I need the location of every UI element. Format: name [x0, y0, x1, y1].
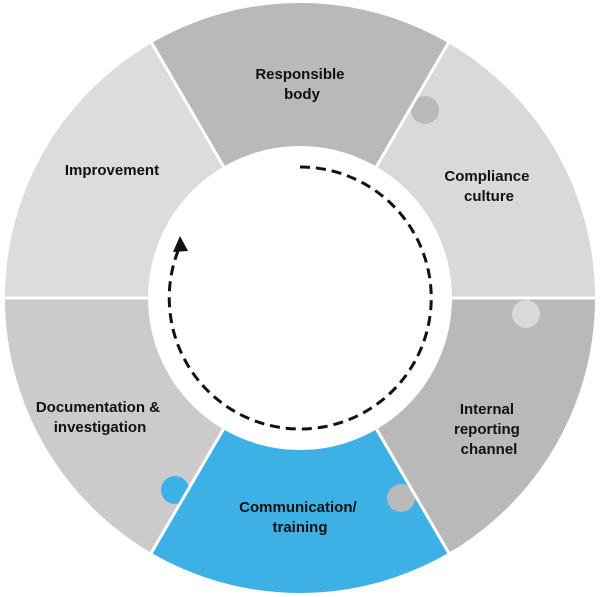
puzzle-tab-2: [411, 96, 439, 124]
label-responsible-body: Responsible body: [255, 66, 348, 103]
cycle-arrow-icon: [167, 165, 433, 431]
label-compliance-culture: Compliance culture: [444, 168, 533, 205]
label-internal-reporting-channel: Internal reporting channel: [454, 401, 524, 458]
puzzle-tab-6: [60, 269, 88, 297]
center-circle: [148, 146, 452, 450]
label-documentation-investigation: Documentation & investigation: [36, 399, 164, 436]
cycle-arrowhead-icon: [173, 236, 188, 252]
puzzle-tab-3: [512, 300, 540, 328]
puzzle-tab-4: [387, 484, 415, 512]
label-communication-training: Communication/ training: [239, 499, 361, 536]
puzzle-tab-5: [161, 476, 189, 504]
outer-ring-edge: [3, 1, 597, 595]
label-improvement: Improvement: [65, 162, 159, 179]
puzzle-tab-1: [191, 83, 219, 111]
